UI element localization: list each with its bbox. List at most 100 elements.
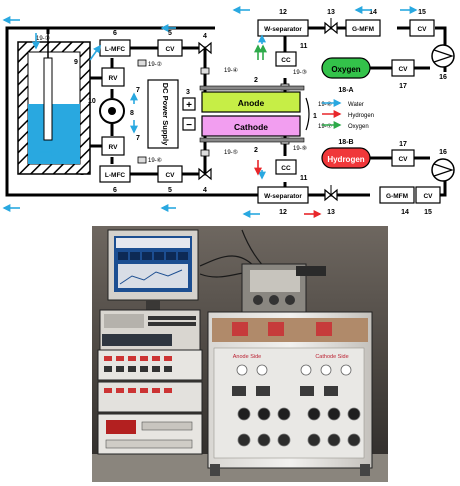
svg-text:13: 13 (327, 9, 335, 16)
label-15-bottom: 15 (424, 209, 432, 216)
sensor-19-9: 19-⑨ (293, 145, 307, 152)
label-1: 1 (313, 113, 317, 120)
power-terminals: + − (183, 98, 195, 131)
sensor-19-3: 19-③ (293, 69, 307, 76)
svg-text:+: + (186, 100, 192, 111)
cv-bottom-right: CV 15 (416, 187, 440, 216)
sensor-19-7: 19-⑦ (318, 123, 332, 130)
label-12-top: 12 (279, 9, 287, 16)
svg-text:L-MFC: L-MFC (105, 46, 126, 53)
label-6-bottom: 6 (113, 187, 117, 194)
svg-text:Oxygen: Oxygen (331, 65, 360, 74)
monitor (108, 230, 198, 310)
label-5-bottom: 5 (168, 187, 172, 194)
svg-text:CC: CC (281, 57, 291, 64)
label-15-top: 15 (418, 9, 426, 16)
oxygen-tank: Oxygen 18-A (322, 58, 370, 94)
svg-text:DC Power Supply: DC Power Supply (161, 83, 170, 146)
label-5-top: 5 (168, 30, 172, 37)
label-12-bottom: 12 (279, 209, 287, 216)
legend-oxygen: Oxygen (348, 124, 369, 130)
svg-text:G-MFM: G-MFM (386, 193, 408, 200)
svg-text:CV: CV (417, 26, 427, 33)
gmfm-top: G-MFM 14 (346, 9, 380, 36)
fan-top: 16 (432, 45, 454, 81)
heater-rod (44, 58, 52, 140)
label-17-bottom: 17 (399, 141, 407, 148)
valve-bottom-13: 13 (325, 185, 337, 216)
w-separator-top: W-separator 12 (258, 9, 308, 36)
cv-top-left: CV 5 (158, 30, 182, 56)
label-7-bottom: 7 (136, 135, 140, 142)
svg-text:CV: CV (423, 193, 433, 200)
gmfm-bottom: G-MFM 14 (380, 187, 414, 216)
svg-text:Hydrogen: Hydrogen (327, 155, 364, 164)
svg-text:CV: CV (165, 172, 175, 179)
sensor-19-5: 19-⑤ (224, 149, 238, 156)
legend-water: Water (348, 102, 364, 108)
equipment-photo: Anode Side Cathode Side (92, 226, 388, 482)
svg-text:RV: RV (109, 75, 119, 82)
cv-top-right: CV 15 (410, 9, 434, 36)
svg-text:G-MFM: G-MFM (352, 26, 374, 33)
cv-oxygen: CV 17 (392, 60, 414, 90)
cv-bottom-left: CV 5 (158, 166, 182, 194)
fan-bottom: 16 (432, 149, 454, 181)
label-8: 8 (130, 110, 134, 117)
label-18a: 18-A (338, 87, 353, 94)
cc-top: CC 11 (276, 43, 308, 66)
svg-text:16: 16 (439, 74, 447, 81)
svg-text:13: 13 (327, 209, 335, 216)
label-11-bottom: 11 (300, 175, 308, 182)
label-6-top: 6 (113, 30, 117, 37)
rv-top: RV 7 (102, 68, 140, 94)
svg-text:4: 4 (203, 33, 207, 40)
svg-text:16: 16 (439, 149, 447, 156)
w-separator-bottom: W-separator 12 (258, 187, 308, 216)
circulation-pump: 10 8 (88, 98, 134, 123)
sensor-19-2: 19-② (148, 61, 162, 68)
sensor-19-4: 19-④ (224, 67, 238, 74)
label-2-top: 2 (254, 77, 258, 84)
hydrogen-tank: Hydrogen 18-B (322, 139, 370, 168)
electrolyzer-cell: Anode Cathode 2 2 1 (200, 77, 317, 154)
label-10: 10 (88, 98, 96, 105)
panel-label-cathode: Cathode Side (315, 354, 348, 360)
svg-text:W-separator: W-separator (264, 26, 302, 33)
cc-bottom: CC 11 (276, 160, 308, 182)
sensor-19-6: 19-⑥ (148, 157, 162, 164)
lmfc-bottom: L-MFC 6 (100, 166, 130, 194)
svg-text:W-separator: W-separator (264, 193, 302, 200)
cathode-label: Cathode (234, 122, 268, 132)
panel-label-anode: Anode Side (233, 354, 261, 360)
water-fill (28, 104, 80, 164)
lmfc-top: L-MFC 6 (100, 30, 130, 56)
sensor-19-1: 19-① (36, 35, 50, 42)
label-9: 9 (74, 59, 78, 66)
legend-hydrogen: Hydrogen (348, 113, 374, 119)
svg-text:CV: CV (165, 46, 175, 53)
svg-text:CC: CC (281, 165, 291, 172)
svg-text:CV: CV (398, 66, 408, 73)
label-2-bottom: 2 (254, 147, 258, 154)
dc-power-supply: DC Power Supply 3 (148, 80, 190, 148)
label-7-top: 7 (136, 87, 140, 94)
svg-text:CV: CV (398, 156, 408, 163)
oxygen-flow-arrows (258, 46, 263, 60)
label-3: 3 (186, 89, 190, 96)
rv-bottom: RV 7 (102, 135, 140, 155)
label-14-bottom: 14 (401, 209, 409, 216)
svg-text:L-MFC: L-MFC (105, 172, 126, 179)
label-18b: 18-B (338, 139, 353, 146)
instrument-rack (98, 310, 202, 454)
control-cabinet: Anode Side Cathode Side (208, 312, 372, 476)
sensor-19-8: 19-⑧ (318, 101, 332, 108)
anode-label: Anode (238, 98, 265, 108)
label-11-top: 11 (300, 43, 308, 50)
water-tank-assembly: 9 19-① (18, 34, 90, 174)
system-schematic: 9 19-① 10 8 RV 7 RV 7 L-MFC 6 L-MFC 6 CV… (0, 0, 460, 222)
cv-hydrogen: CV 17 (392, 141, 414, 166)
svg-text:4: 4 (203, 187, 207, 194)
label-17-top: 17 (399, 83, 407, 90)
svg-text:−: − (186, 120, 192, 131)
